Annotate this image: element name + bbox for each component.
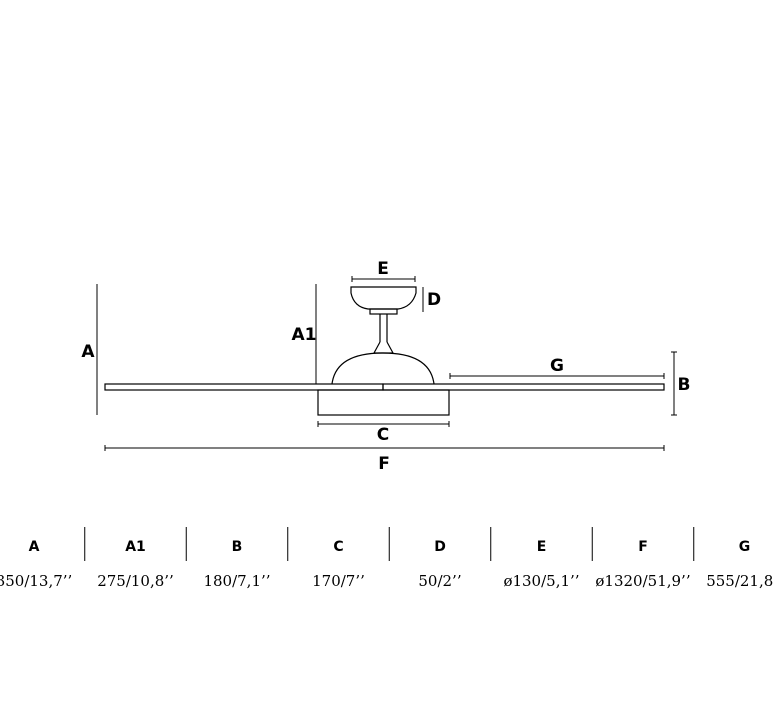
blade-left — [104, 383, 384, 391]
downrod-collar — [372, 341, 395, 354]
table-header-6: F — [638, 539, 648, 555]
table-value-0: 350/13,7’’ — [0, 572, 72, 590]
table-header-7: G — [739, 539, 751, 555]
table-header-1: A1 — [125, 539, 146, 555]
table-value-5: ø130/5,1’’ — [503, 572, 579, 590]
canopy — [350, 286, 417, 310]
fan-drawing — [104, 286, 665, 416]
table-header-5: E — [537, 539, 547, 555]
mount-plate — [369, 308, 398, 315]
table-value-6: ø1320/51,9’’ — [595, 572, 690, 590]
label-c: C — [377, 425, 389, 445]
label-b: B — [678, 375, 691, 395]
dimension-labels: A A1 B C D E F G — [81, 259, 690, 474]
table-header-4: D — [434, 539, 446, 555]
table-header-0: A — [29, 539, 40, 555]
label-g: G — [550, 356, 564, 376]
label-a1: A1 — [292, 325, 317, 345]
blade-right — [382, 383, 665, 391]
table-header-2: B — [232, 539, 243, 555]
table-header-3: C — [333, 539, 343, 555]
label-f: F — [378, 454, 390, 474]
table-value-1: 275/10,8’’ — [97, 572, 174, 590]
label-e: E — [377, 259, 389, 279]
dimension-lines — [96, 276, 677, 451]
motor-housing — [331, 352, 435, 385]
table-value-3: 170/7’’ — [312, 572, 365, 590]
table-value-4: 50/2’’ — [418, 572, 461, 590]
label-a: A — [81, 342, 95, 362]
label-d: D — [427, 290, 441, 310]
dimensions-table: A 350/13,7’’ A1 275/10,8’’ B 180/7,1’’ C 170/7’… — [0, 527, 774, 590]
light-kit — [317, 389, 450, 416]
table-value-2: 180/7,1’’ — [203, 572, 270, 590]
table-value-7: 555/21,8’’ — [706, 572, 774, 590]
